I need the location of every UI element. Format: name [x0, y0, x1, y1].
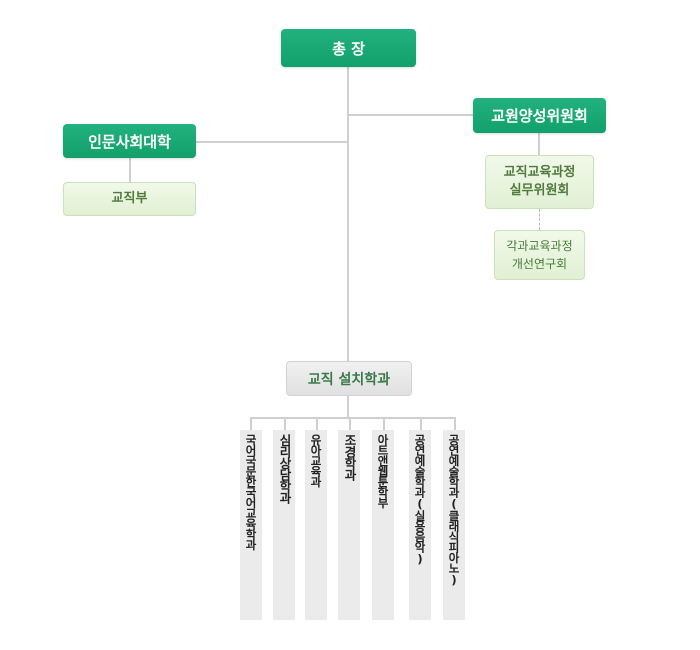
teaching-dept-box: 교직부 — [63, 182, 196, 216]
dept-drop-1 — [250, 417, 252, 430]
improvement-group-line1: 각과교육과정 — [506, 239, 573, 253]
committee-to-practical-line — [538, 133, 540, 155]
improvement-group-line2: 개선연구회 — [511, 257, 568, 271]
dept-drop-7 — [454, 417, 456, 430]
department-column: 심리상담학과 — [273, 430, 295, 620]
teaching-dept-label: 교직부 — [111, 191, 148, 206]
practical-to-improvement-line — [539, 209, 540, 230]
department-label: 심리상담학과 — [277, 434, 292, 503]
teaching-departments-label: 교직 설치학과 — [307, 371, 391, 388]
dept-drop-3 — [316, 417, 318, 430]
improvement-group-box: 각과교육과정 개선연구회 — [494, 230, 585, 280]
college-branch-line — [196, 141, 349, 143]
college-to-dept-line — [129, 158, 131, 182]
committee-box: 교원양성위원회 — [473, 98, 606, 133]
teaching-to-depts-line — [347, 396, 349, 418]
teaching-departments-box: 교직 설치학과 — [286, 361, 412, 396]
department-column: 아트앤웹툰학부 — [372, 430, 394, 620]
president-label: 총 장 — [332, 39, 365, 58]
department-label: 공연예술학과(실용음악) — [413, 434, 427, 565]
department-column: 공연예술학과(실용음악) — [409, 430, 431, 620]
department-label: 조경학과 — [342, 434, 357, 480]
practical-committee-box: 교직교육과정 실무위원회 — [485, 155, 594, 209]
committee-branch-line — [349, 114, 473, 116]
dept-drop-5 — [383, 417, 385, 430]
main-trunk-line — [347, 67, 349, 363]
practical-committee-line2: 실무위원회 — [509, 183, 570, 198]
depts-bus-line — [250, 417, 456, 419]
department-column: 조경학과 — [338, 430, 360, 620]
college-label: 인문사회대학 — [88, 132, 171, 151]
practical-committee-line1: 교직교육과정 — [503, 165, 576, 180]
department-label: 국어국문한국어교육학과 — [244, 434, 258, 550]
dept-drop-2 — [284, 417, 286, 430]
department-label: 아트앤웹툰학부 — [376, 434, 390, 508]
college-box: 인문사회대학 — [63, 124, 196, 158]
department-column: 공연예술학과(클래식피아노) — [443, 430, 465, 620]
committee-label: 교원양성위원회 — [491, 107, 588, 125]
president-box: 총 장 — [281, 29, 416, 67]
department-column: 유아교육과 — [305, 430, 327, 620]
department-column: 국어국문한국어교육학과 — [240, 430, 262, 620]
dept-drop-4 — [349, 417, 351, 430]
department-label: 유아교육과 — [309, 434, 323, 487]
department-label: 공연예술학과(클래식피아노) — [447, 434, 461, 586]
dept-drop-6 — [420, 417, 422, 430]
